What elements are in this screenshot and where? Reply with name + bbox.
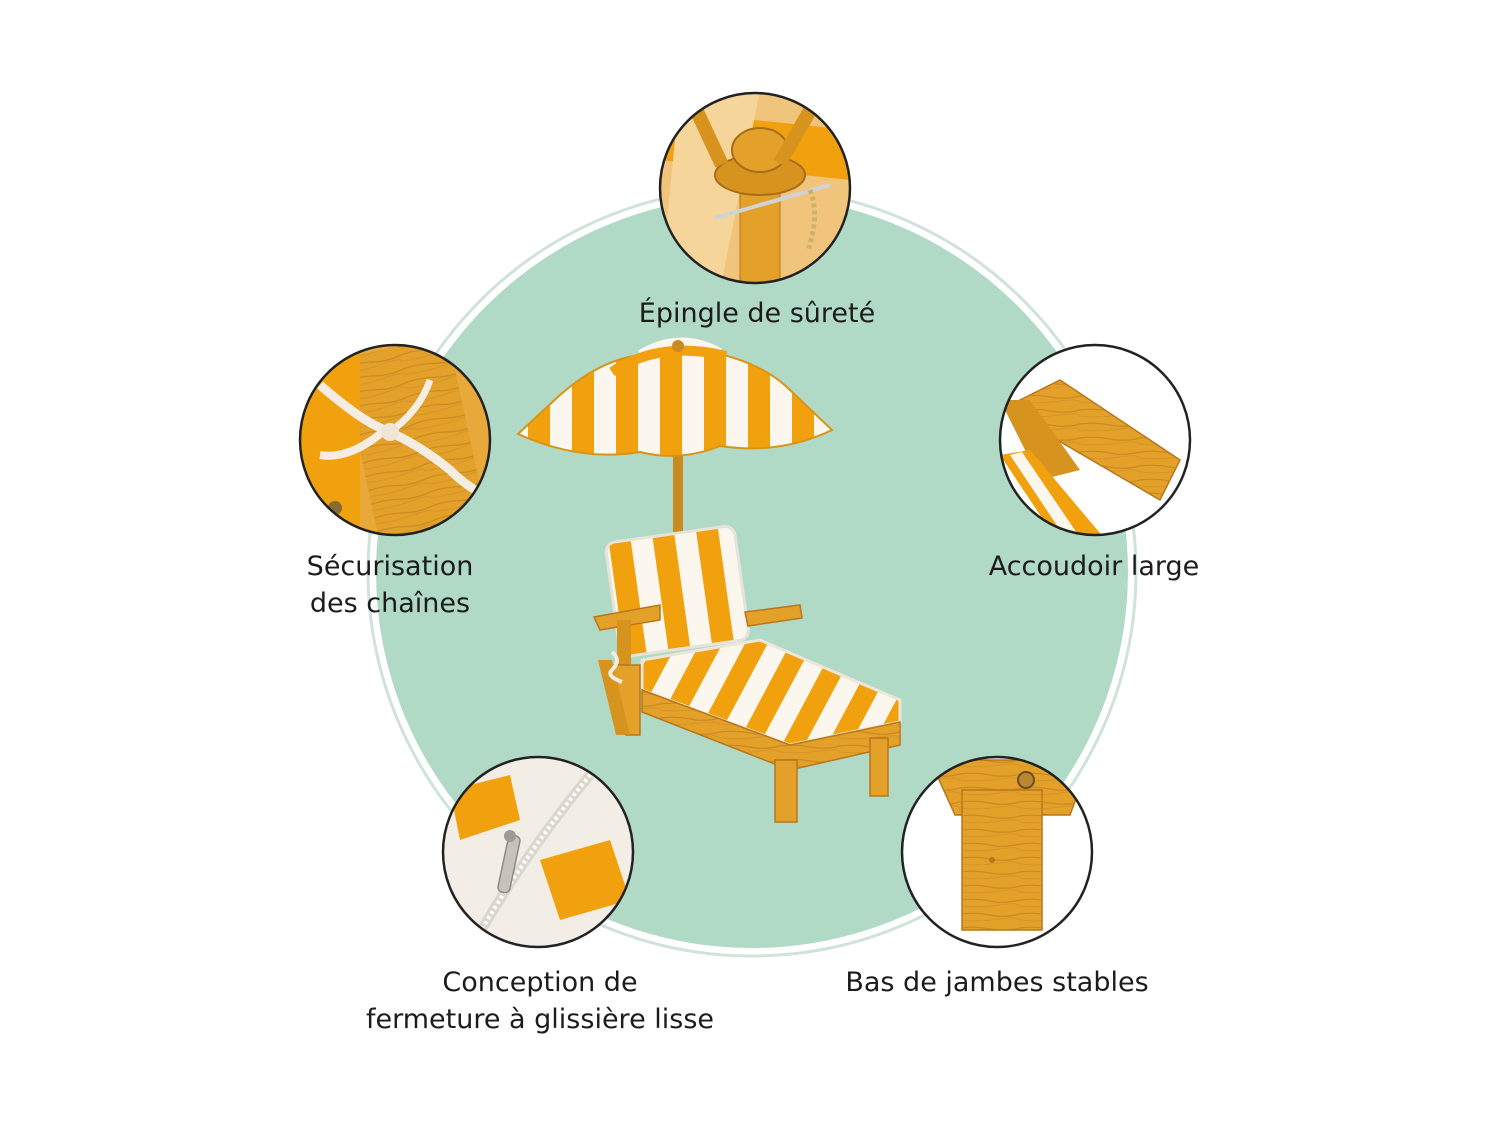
- safety-pin-detail-badge: [658, 91, 852, 285]
- stable-legs-detail-badge: [900, 755, 1094, 949]
- zipper-label: Conception de fermeture à glissière liss…: [365, 967, 715, 1035]
- chain-securing-label: Sécurisation des chaînes: [306, 551, 474, 619]
- stable-legs-label: Bas de jambes stables: [845, 967, 1149, 998]
- wide-armrest-label: Accoudoir large: [988, 551, 1200, 582]
- lounge-chair-with-umbrella-image: [516, 337, 902, 823]
- zipper-detail-badge: [441, 755, 635, 949]
- chain-securing-detail-badge: [298, 343, 492, 537]
- wide-armrest-detail-badge: [998, 343, 1192, 537]
- safety-pin-label: Épingle de sûreté: [638, 298, 876, 329]
